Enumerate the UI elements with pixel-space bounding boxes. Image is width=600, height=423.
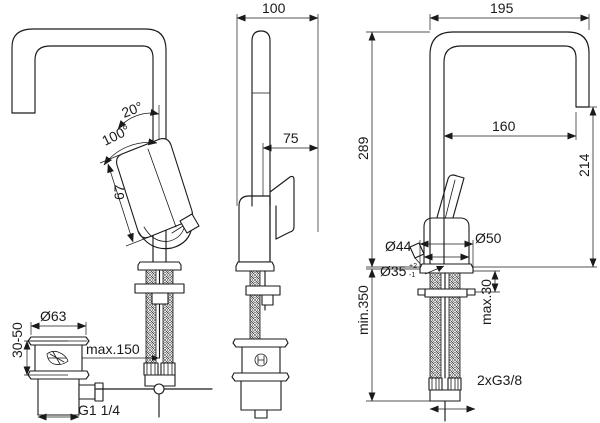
label-30-50: 30-50	[9, 322, 25, 358]
dim-dia-50: Ø50	[419, 230, 502, 268]
dim-dia-44: Ø44	[385, 238, 470, 261]
spout-inner-outline-left	[34, 45, 154, 131]
hose-nut-knurl-right	[431, 377, 459, 391]
label-dia-35-upper-tol: +2	[409, 263, 417, 270]
hose-nut-b-right	[447, 377, 462, 391]
label-100: 100	[262, 0, 286, 16]
spout-inner-outline-right	[443, 45, 577, 266]
stabiliser-wing-right	[466, 288, 476, 296]
pop-up-rod-knob-left	[171, 213, 200, 234]
label-max-30: max.30	[478, 279, 494, 325]
label-max-150: max.150	[86, 341, 140, 357]
outlet-stub-center	[254, 409, 268, 419]
stabiliser-wing-left	[417, 288, 426, 296]
center-view-group	[231, 30, 295, 419]
spout-side	[251, 30, 271, 207]
dim-214: 214	[473, 106, 597, 268]
stabiliser-plate-right	[424, 288, 468, 298]
label-dia-63: Ø63	[40, 308, 67, 324]
overflow-slot-icon	[46, 350, 69, 365]
base-flange-left	[137, 261, 182, 271]
label-dia-44: Ø44	[385, 238, 412, 254]
spout-outline-left	[11, 28, 167, 131]
label-dia-35: Ø35	[380, 263, 407, 279]
base-flange-center	[235, 261, 275, 272]
dim-max-30: max.30	[473, 270, 500, 325]
label-2xg38: 2xG3/8	[477, 372, 522, 388]
label-195: 195	[490, 0, 514, 16]
handle-side	[269, 175, 295, 240]
base-flange-right	[419, 263, 474, 274]
dim-dia-35: Ø35 +2 -1	[380, 263, 445, 279]
dim-100: 100	[236, 0, 319, 232]
dim-30-50: 30-50	[9, 322, 68, 376]
dim-75: 75	[262, 130, 319, 196]
fixing-nut-center	[261, 294, 274, 306]
lock-nut-left	[144, 374, 176, 387]
dim-67: 67	[99, 153, 150, 247]
dim-min-350: min.350	[355, 268, 430, 402]
braided-hose-center	[249, 270, 261, 340]
dim-289: 289	[355, 31, 430, 268]
label-289: 289	[355, 136, 371, 160]
hose-nut-a-right	[428, 377, 443, 391]
waste-side-outlet	[78, 384, 96, 400]
label-75: 75	[283, 130, 299, 146]
stabiliser-plate-left	[134, 283, 185, 294]
hose-nut-knurl-left	[146, 362, 173, 376]
label-dia-50: Ø50	[475, 230, 502, 246]
label-214: 214	[576, 153, 592, 177]
waste-side-nut	[94, 382, 104, 402]
label-angle-20: 20°	[119, 98, 144, 121]
dim-g114: G1 1/4	[37, 402, 120, 421]
dim-195: 195	[429, 0, 590, 30]
lock-nut-right	[429, 389, 461, 402]
lower-housing-center	[240, 380, 282, 411]
waste-detail-group	[27, 336, 104, 416]
spout-outline-right	[429, 31, 590, 266]
dim-dia-63: Ø63	[30, 308, 87, 335]
escutcheon-top-center	[232, 338, 289, 348]
cartridge-marking-center	[254, 353, 268, 367]
fixing-nut-left	[151, 292, 169, 305]
dim-angle-20: 20°	[117, 98, 160, 140]
label-67: 67	[111, 184, 127, 200]
label-min-350: min.350	[355, 285, 371, 335]
waste-shank	[37, 378, 80, 416]
dim-2xg38: 2xG3/8	[429, 372, 522, 413]
stabiliser-plate-center	[245, 285, 281, 296]
escutcheon-bottom-center	[231, 372, 290, 382]
dim-160: 160	[443, 112, 577, 218]
label-dia-35-lower-tol: -1	[409, 272, 415, 279]
dim-max-150: max.150	[82, 341, 159, 361]
waste-linkage-left	[95, 383, 213, 418]
label-160: 160	[492, 118, 516, 134]
label-g114: G1 1/4	[78, 402, 120, 418]
